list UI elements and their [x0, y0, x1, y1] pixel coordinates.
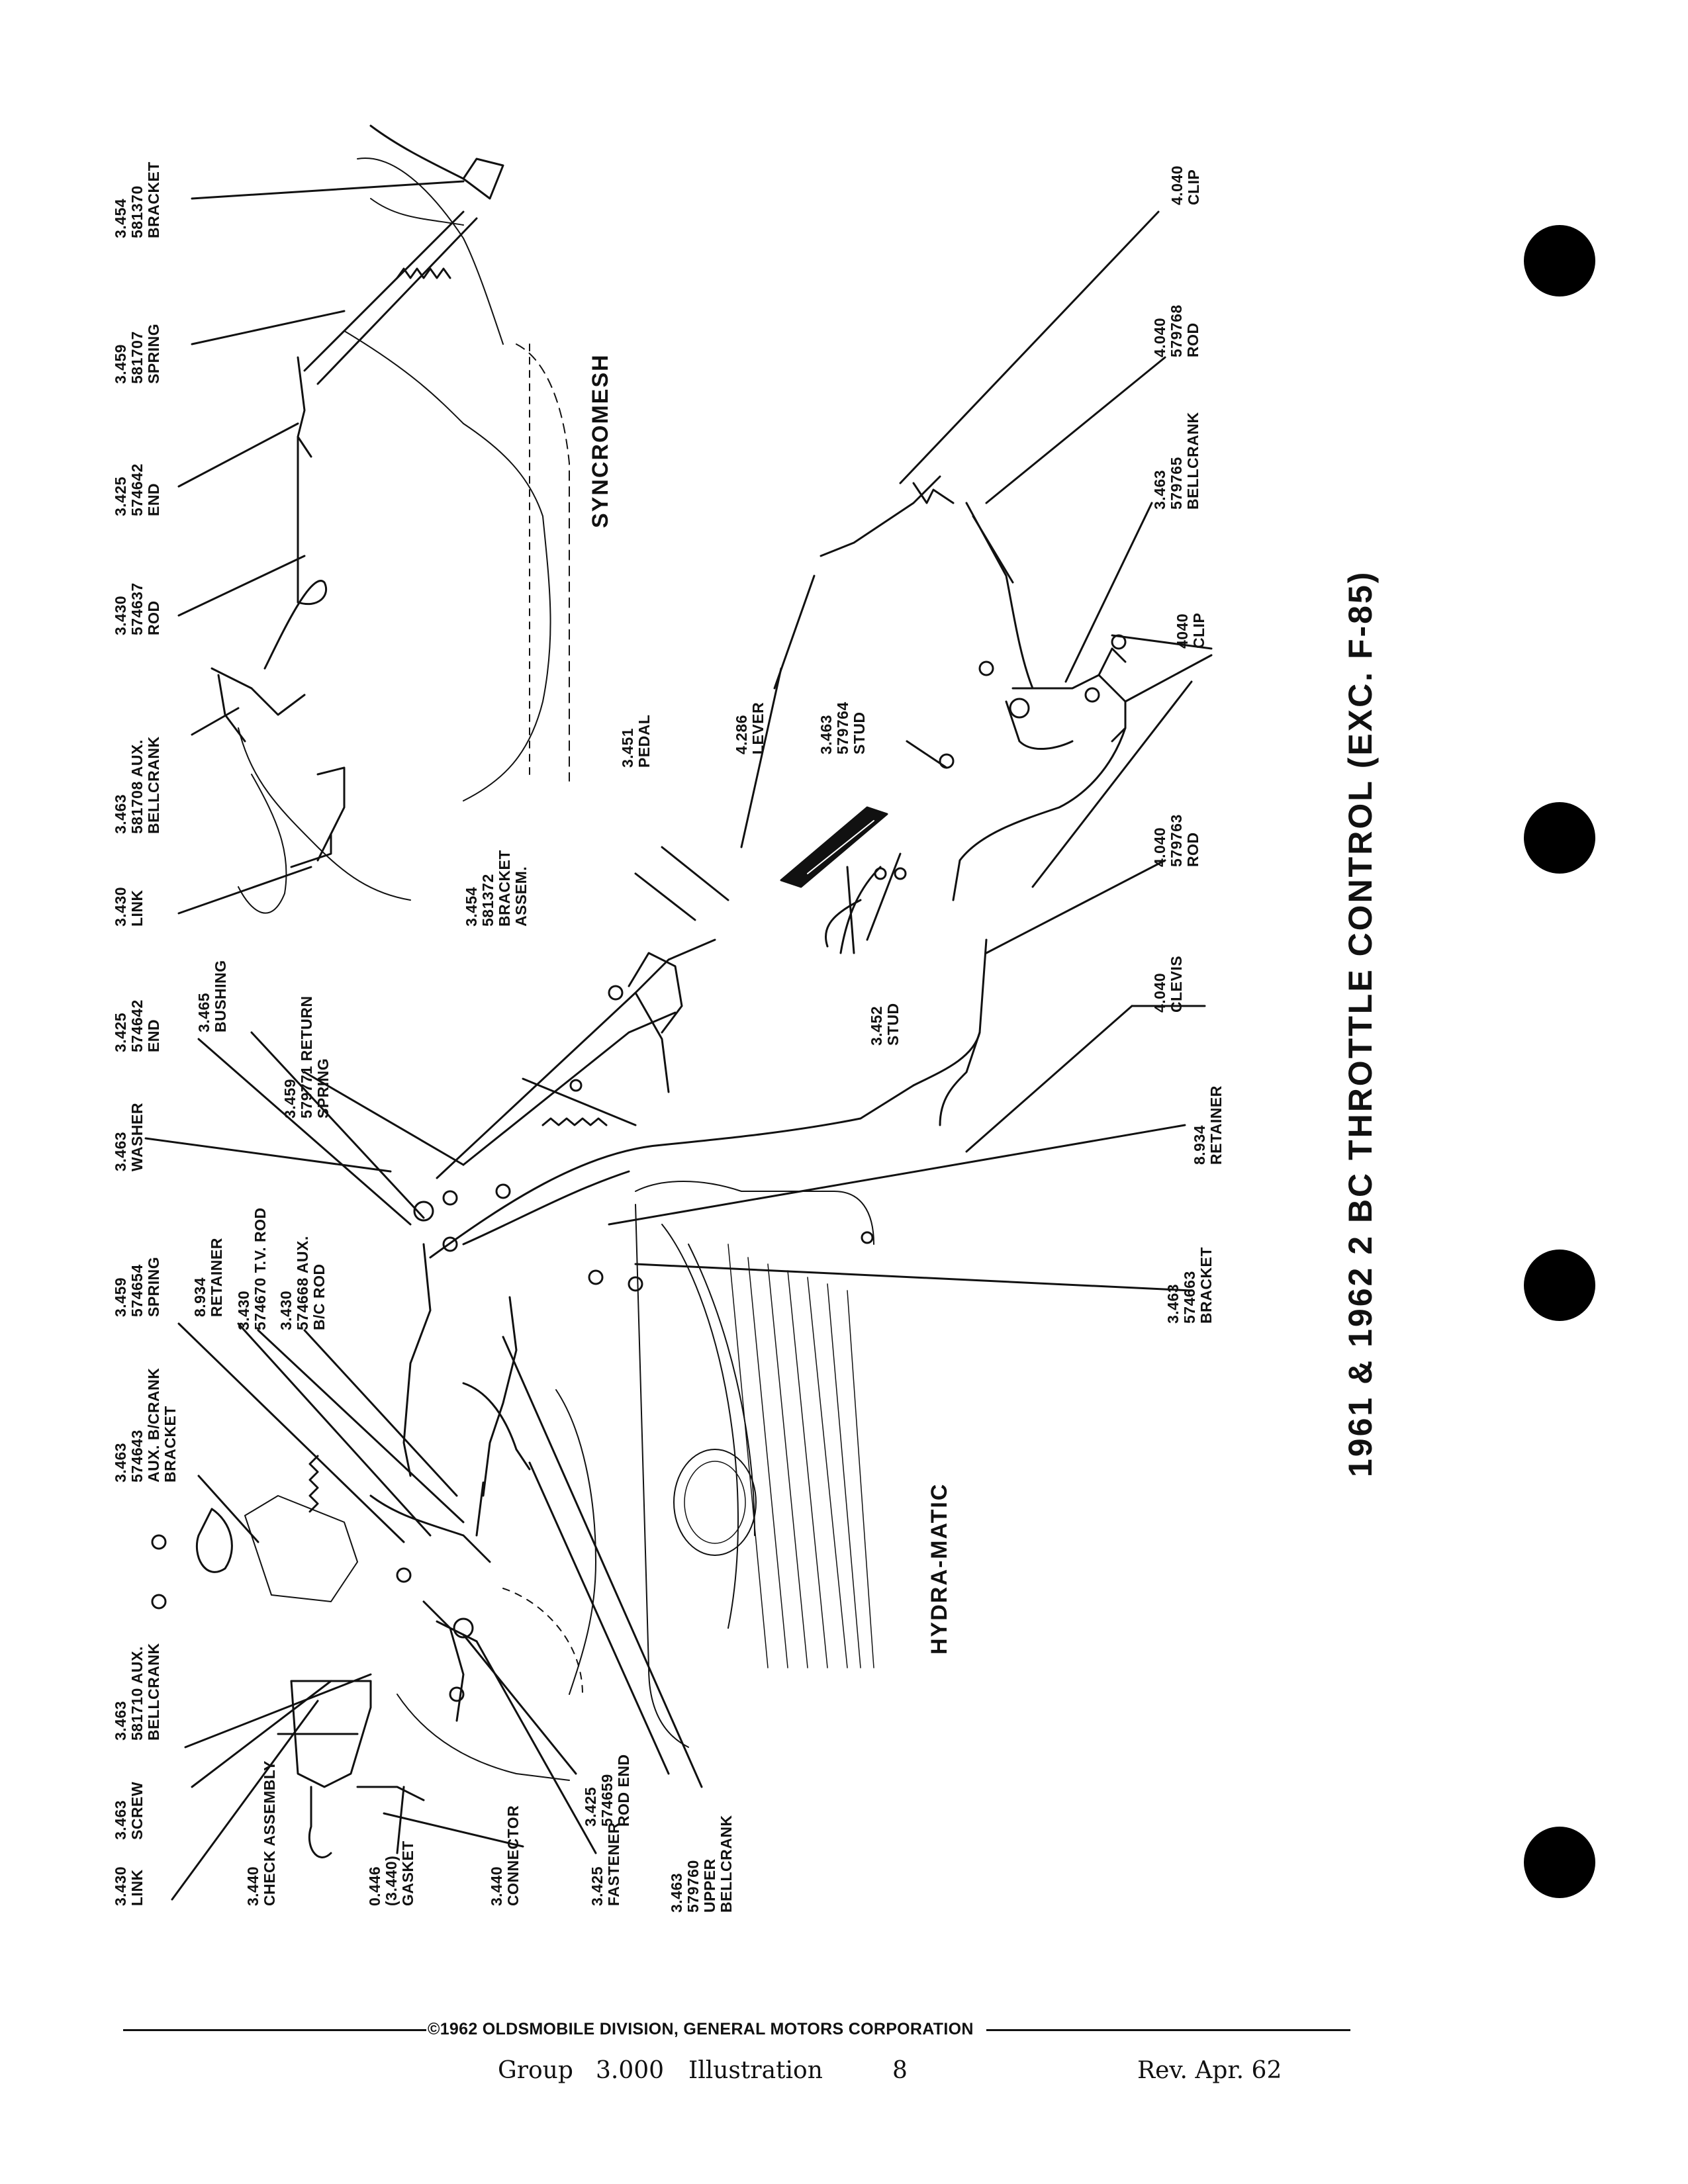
section-label-syncromesh: SYNCROMESH [588, 353, 613, 528]
footer-rule-right [986, 2029, 1350, 2031]
binder-hole [1524, 225, 1595, 296]
footer-revision: Rev. Apr. 62 [1137, 2057, 1282, 2084]
footer-rule-left [123, 2029, 426, 2031]
binder-hole [1524, 802, 1595, 874]
binder-hole [1524, 1250, 1595, 1321]
footer-copyright: ©1962 OLDSMOBILE DIVISION, GENERAL MOTOR… [428, 2020, 974, 2038]
footer-illustration-value: 8 [892, 2057, 908, 2084]
page-title: 1961 & 1962 2 BC THROTTLE CONTROL (EXC. … [1342, 570, 1379, 1477]
footer-illustration-label: Illustration [688, 2057, 823, 2084]
callout-gasket: 0.446(3.440)GASKET [366, 1841, 416, 1906]
footer-group-value: 3.000 [596, 2057, 665, 2084]
binder-hole [1524, 1827, 1595, 1898]
section-label-hydramatic: HYDRA-MATIC [927, 1482, 952, 1655]
footer-group-label: Group [498, 2057, 573, 2084]
